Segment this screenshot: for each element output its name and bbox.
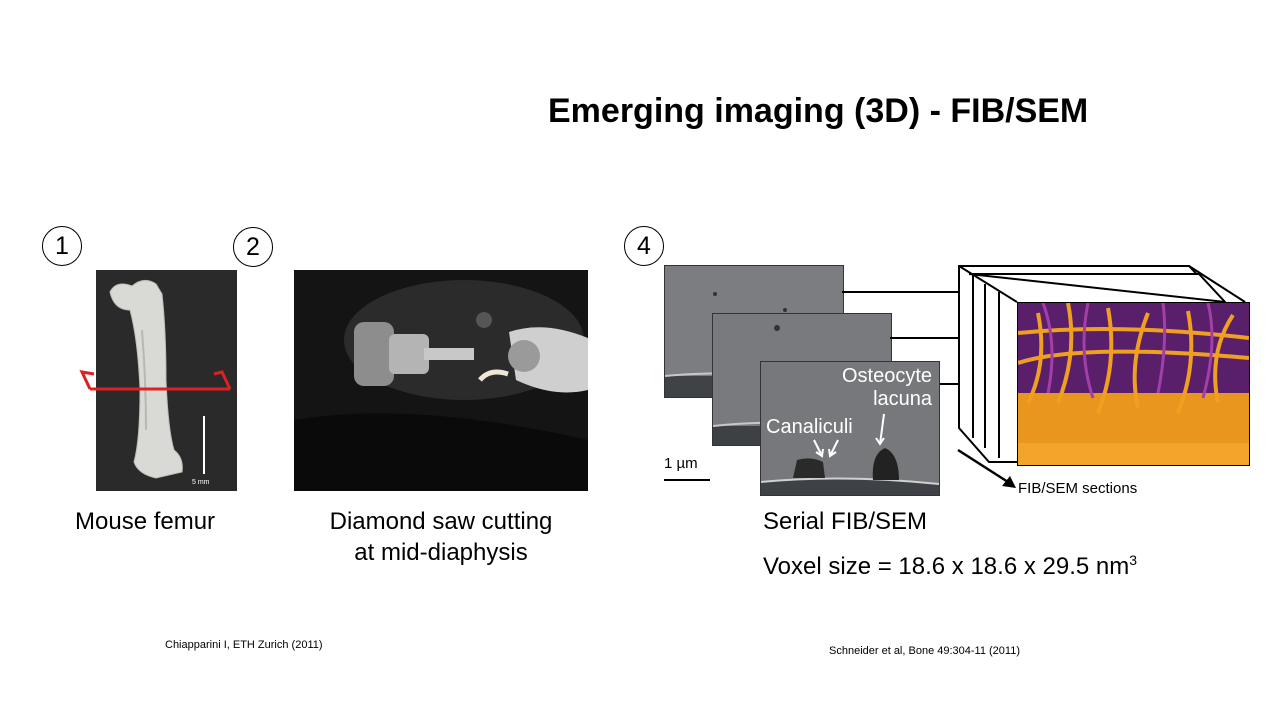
sem-pointer-arrows-icon <box>813 413 885 458</box>
reference-left: Chiapparini I, ETH Zurich (2011) <box>165 639 323 651</box>
femur-scale-label: 5 mm <box>192 479 210 486</box>
sem-scale-label: 1 µm <box>664 455 698 472</box>
sem-scale-bar <box>664 479 710 481</box>
sections-label: FIB/SEM sections <box>1018 480 1138 497</box>
femur-photo: 5 mm <box>96 270 237 491</box>
osteocyte-label-line1: Osteocyte <box>841 365 932 387</box>
caption-serial-fib-sem: Serial FIB/SEM <box>763 508 928 535</box>
step-1-marker: 1 <box>42 226 82 266</box>
diamond-saw-illustration <box>294 270 588 491</box>
osteocyte-label-line2: lacuna <box>873 388 932 410</box>
caption-diamond-saw-line1: Diamond saw cutting <box>329 508 553 535</box>
cut-plane-arrow-icon <box>79 370 232 391</box>
femur-illustration: 5 mm <box>96 270 237 491</box>
3d-rendering <box>1017 302 1250 466</box>
voxel-size-text: Voxel size = 18.6 x 18.6 x 29.5 nm <box>763 553 1130 580</box>
slide-title: Emerging imaging (3D) - FIB/SEM <box>548 92 1089 130</box>
sem-slice-3 <box>760 361 940 496</box>
caption-diamond-saw-line2: at mid-diaphysis <box>354 539 528 566</box>
caption-voxel-size: Voxel size = 18.6 x 18.6 x 29.5 nm3 <box>763 545 1137 582</box>
step-4-marker: 4 <box>624 226 664 266</box>
sections-arrow-icon <box>957 448 1016 488</box>
caption-mouse-femur: Mouse femur <box>75 508 216 535</box>
caption-diamond-saw: Diamond saw cutting at mid-diaphysis <box>300 506 582 568</box>
canaliculi-label: Canaliculi <box>766 416 853 438</box>
osteocyte-label: Osteocyte lacuna <box>800 365 932 411</box>
diamond-saw-photo <box>294 270 588 491</box>
canaliculi-network-illustration <box>1018 303 1249 465</box>
reference-right: Schneider et al, Bone 49:304-11 (2011) <box>829 645 1021 657</box>
step-2-marker: 2 <box>233 227 273 267</box>
voxel-size-superscript: 3 <box>1129 552 1138 568</box>
